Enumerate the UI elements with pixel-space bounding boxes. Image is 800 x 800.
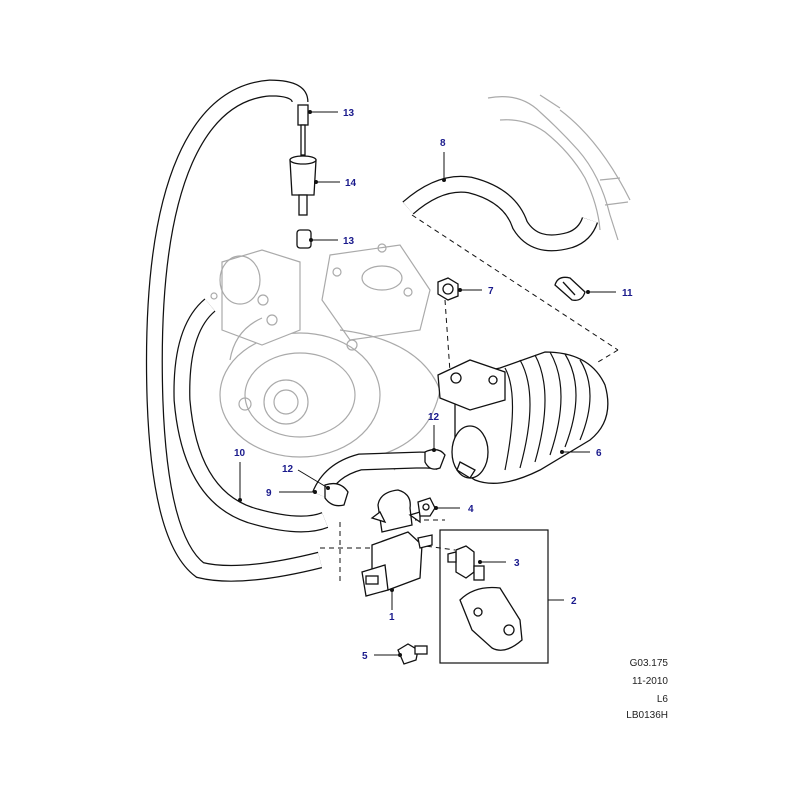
bolt-5	[397, 643, 428, 665]
callout-2: 2	[571, 596, 577, 607]
solenoid-valve-1	[361, 489, 433, 597]
fuel-filter-14	[289, 104, 317, 249]
callout-4: 4	[468, 504, 474, 515]
callout-11: 11	[622, 288, 633, 299]
bracket-2	[459, 586, 523, 651]
model-code: L6	[656, 694, 668, 705]
pipework-ghost	[487, 94, 631, 241]
diagram-date: 11-2010	[632, 676, 668, 687]
callout-13-bottom: 13	[343, 236, 355, 247]
callout-7: 7	[488, 286, 494, 297]
callout-3: 3	[514, 558, 520, 569]
diagram-reference: G03.175	[629, 658, 668, 669]
vacuum-reservoir-6	[437, 351, 609, 484]
bracket-box-2	[439, 529, 549, 664]
callout-6: 6	[596, 448, 602, 459]
leader-lines	[238, 110, 616, 657]
callout-labels: 13 14 13 8 7 11 12 6 10 12 9 4 3 2 1 5	[234, 108, 633, 662]
callout-10: 10	[234, 448, 246, 459]
callout-12-lower: 12	[282, 464, 294, 475]
turbocharger-ghost	[210, 243, 441, 471]
mount-3	[447, 545, 485, 581]
nut-7	[437, 277, 459, 301]
hose-10	[145, 79, 323, 582]
callout-9: 9	[266, 488, 272, 499]
callout-1: 1	[389, 612, 395, 623]
callout-14: 14	[345, 178, 357, 189]
callout-8: 8	[440, 138, 446, 149]
nut-4	[417, 497, 436, 517]
illustration-code: LB0136H	[626, 710, 668, 721]
clip-12-b	[324, 482, 349, 507]
callout-12-upper: 12	[428, 412, 440, 423]
callout-13-top: 13	[343, 108, 355, 119]
hose-8	[402, 175, 599, 252]
callout-5: 5	[362, 651, 368, 662]
clip-11	[554, 276, 586, 301]
hose-9	[173, 298, 329, 533]
clip-12-a	[424, 448, 446, 470]
